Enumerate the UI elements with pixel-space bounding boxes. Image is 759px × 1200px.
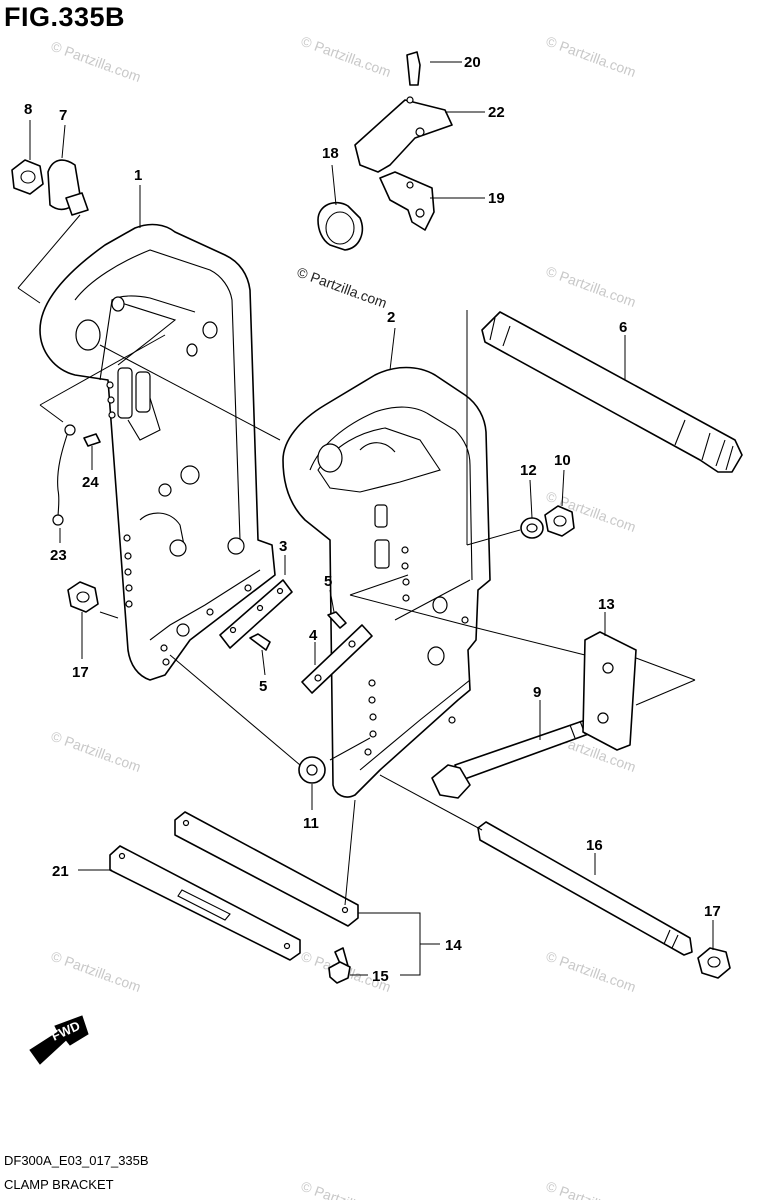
watermark: © Partzilla.com: [299, 1178, 393, 1200]
callout-14: 14: [445, 937, 462, 954]
cap-rim: [325, 211, 355, 245]
nut: [67, 581, 99, 613]
nut-bore: [553, 515, 567, 527]
ground-wire: [57, 431, 69, 519]
callout-1: 1: [134, 167, 142, 184]
watermark: © Partzilla.com: [544, 1178, 638, 1200]
nut-bore: [707, 956, 721, 968]
washer-hole: [306, 764, 318, 776]
callout-22: 22: [488, 104, 505, 121]
nut: [11, 159, 44, 195]
clamp-bracket-left: [39, 223, 276, 681]
bolt: [406, 51, 421, 86]
callout-18: 18: [322, 145, 339, 162]
tilt-tube: [481, 311, 743, 473]
watermark: © Partzilla.com: [49, 948, 143, 995]
leader-lines: [17, 61, 714, 976]
nut: [544, 505, 575, 537]
spacer-plates: [109, 811, 359, 961]
callout-5b: 5: [259, 678, 267, 695]
bracket-cover: [354, 99, 453, 173]
grommet-stem: [65, 192, 89, 216]
callout-15: 15: [372, 968, 389, 985]
screw: [83, 433, 101, 447]
mount-bracket: [379, 171, 435, 231]
tilt-rod: [477, 821, 693, 956]
screw: [249, 633, 271, 651]
callout-4: 4: [309, 627, 318, 644]
watermark: © Partzilla.com: [295, 264, 389, 311]
callout-3: 3: [279, 538, 287, 555]
watermark: © Partzilla.com: [544, 33, 638, 80]
callout-19: 19: [488, 190, 505, 207]
callout-2: 2: [387, 309, 395, 326]
callout-6: 6: [619, 319, 627, 336]
callout-20: 20: [464, 54, 481, 71]
callout-8: 8: [24, 101, 32, 118]
callout-11: 11: [303, 815, 319, 832]
watermark: © Partzilla.com: [299, 33, 393, 80]
watermark: © Partzilla.com: [544, 948, 638, 995]
bracket-plate: [219, 579, 293, 649]
screw: [327, 611, 347, 629]
nut-bore: [76, 591, 90, 603]
callout-23: 23: [50, 547, 67, 564]
callout-13: 13: [598, 596, 615, 613]
anode-plate: [582, 631, 637, 751]
callout-10: 10: [554, 452, 571, 469]
callout-17b: 17: [704, 903, 721, 920]
cap: [317, 201, 364, 251]
diagram-code: DF300A_E03_017_335B: [4, 1153, 149, 1168]
diagram-name: CLAMP BRACKET: [4, 1177, 114, 1192]
callout-9: 9: [533, 684, 541, 701]
washer-hole: [526, 523, 538, 533]
callout-24: 24: [82, 474, 99, 491]
ground-wire-terminal: [52, 514, 64, 526]
nut-bore: [20, 170, 36, 184]
callout-5a: 5: [324, 573, 332, 590]
ground-wire-terminal: [64, 424, 76, 436]
callout-21: 21: [52, 863, 69, 880]
watermark: © Partzilla.com: [544, 263, 638, 310]
callout-7: 7: [59, 107, 67, 124]
callout-16: 16: [586, 837, 603, 854]
watermark: © Partzilla.com: [49, 728, 143, 775]
screw-head: [328, 961, 351, 984]
nut: [697, 947, 731, 979]
callout-12: 12: [520, 462, 537, 479]
callout-17a: 17: [72, 664, 89, 681]
fwd-arrow: FWD: [29, 1015, 89, 1065]
callout-labels: 8 7 1 18 20 22 19 2 6 12 10 24 23 3 5 13…: [24, 54, 721, 985]
figure-title: FIG.335B: [4, 2, 126, 32]
watermark: © Partzilla.com: [49, 38, 143, 85]
